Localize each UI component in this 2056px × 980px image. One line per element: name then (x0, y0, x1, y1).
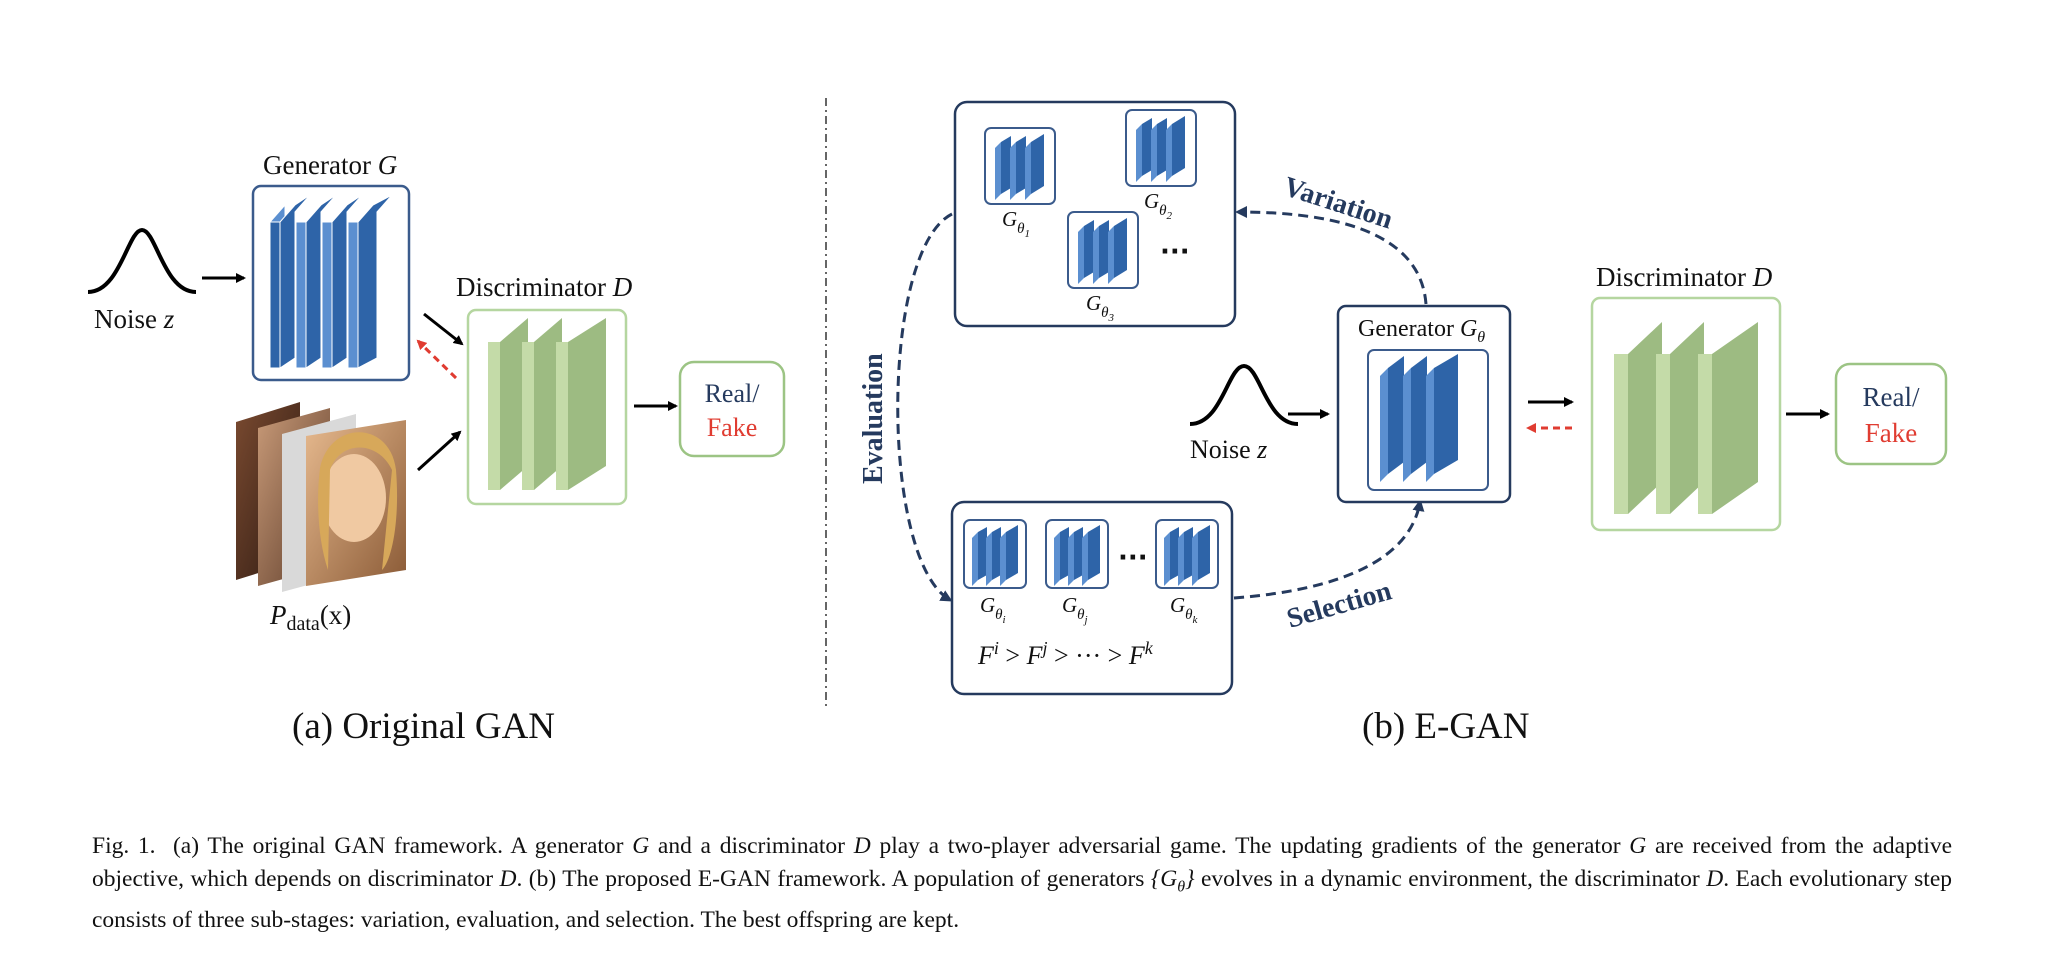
output-box-b (1834, 362, 1948, 466)
output-box-a (678, 360, 786, 458)
population-ellipsis: ··· (1160, 237, 1190, 267)
selection-arrow (1233, 499, 1425, 600)
generator-layer (321, 194, 363, 369)
output-fake-b: Fake (1865, 418, 1918, 448)
output-fake-a: Fake (707, 413, 758, 442)
generator-layers-a (269, 194, 393, 370)
generator-layer (269, 194, 311, 370)
data-to-discriminator-arrow-a (416, 430, 462, 472)
generator-layer (295, 194, 337, 369)
caption-text: play a two-player adversarial game. The … (879, 833, 1621, 859)
evaluation-label: Evaluation (858, 353, 889, 484)
selected-generator-i (963, 519, 1027, 589)
generator-label-b: Generator Gθ (1358, 316, 1485, 346)
caption-text: . (b) The proposed E-GAN framework. A po… (516, 865, 1145, 892)
figure-caption: Fig. 1. (a) The original GAN framework. … (92, 830, 1952, 936)
caption-math: G (1629, 833, 1647, 859)
caption-math: D (499, 865, 517, 892)
population-generator-2 (1125, 109, 1197, 187)
noise-curve-a (87, 227, 197, 294)
caption-math: G (632, 833, 650, 859)
caption-math: D (1706, 865, 1724, 892)
caption-text: (a) The original GAN framework. A genera… (172, 833, 624, 859)
population-generator-3 (1067, 211, 1139, 289)
caption-text: are received from the adaptive objective… (92, 833, 1953, 892)
original-gan-panel: Noise z Generator G Pdata(x) Discriminat… (87, 150, 786, 747)
caption-text: . Each evolutionary step consists of thr… (92, 865, 1953, 933)
noise-label-b: Noise z (1190, 435, 1267, 464)
fitness-ranking: Fi > Fj > ··· > Fk (977, 638, 1154, 670)
caption-math: {Gθ} (1150, 865, 1195, 896)
selected-generator-j (1045, 519, 1109, 589)
real-data-images (236, 402, 406, 592)
generator-layer (347, 194, 393, 369)
egan-panel: Gθ1 Gθ2 Gθ3 ··· Gθi (858, 100, 1948, 747)
discriminator-label-b: Discriminator D (1596, 262, 1773, 292)
discriminator-layers-b (1614, 322, 1758, 514)
caption-text: and a discriminator (657, 833, 846, 859)
gradient-feedback-arrow-a (416, 339, 458, 380)
variation-arrow (1235, 206, 1428, 305)
output-real-b: Real/ (1863, 382, 1920, 412)
caption-text: evolves in a dynamic environment, the di… (1201, 865, 1700, 892)
variation-label: Variation (1280, 171, 1397, 235)
selected-generator-k (1155, 519, 1219, 589)
subtitle-a: (a) Original GAN (292, 706, 555, 747)
noise-label-a: Noise z (94, 304, 175, 334)
generator-layers-b (1380, 354, 1458, 482)
selected-ellipsis: ··· (1118, 543, 1148, 573)
discriminator-label-a: Discriminator D (456, 272, 633, 302)
data-distribution-label: Pdata(x) (269, 600, 351, 635)
generator-label-a: Generator G (263, 150, 397, 180)
evaluation-arrow (896, 212, 953, 602)
discriminator-layers-a (488, 318, 606, 490)
output-real-a: Real/ (705, 379, 761, 408)
population-generator-1 (984, 127, 1056, 205)
caption-fig-number: Fig. 1. (92, 833, 156, 859)
caption-math: D (853, 833, 871, 859)
selection-label: Selection (1283, 575, 1395, 634)
subtitle-b: (b) E-GAN (1362, 706, 1529, 747)
noise-curve-b (1189, 363, 1299, 426)
generator-to-discriminator-arrow-a (423, 312, 464, 346)
